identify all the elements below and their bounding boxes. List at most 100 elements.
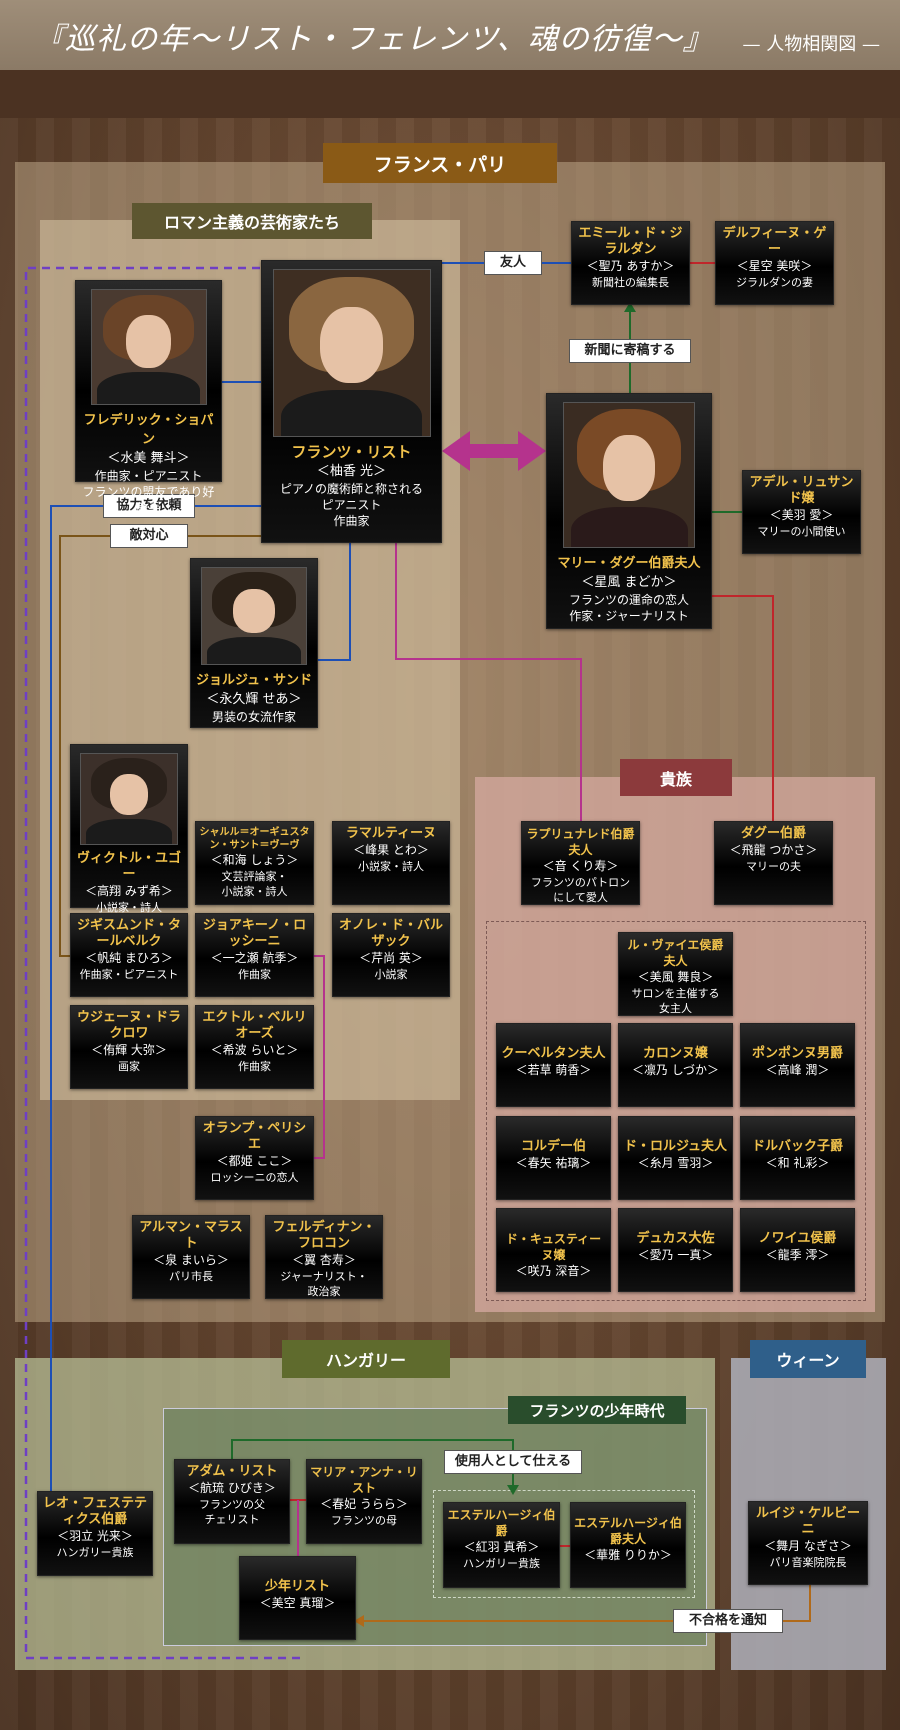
liszt-portrait <box>272 269 431 437</box>
character-name: クーベルタン夫人 <box>501 1046 606 1061</box>
character-vaye[interactable]: ル・ヴァイエ侯爵夫人 ＜美風 舞良＞ サロンを主催する 女主人 <box>618 932 733 1016</box>
label-hungary: ハンガリー <box>282 1340 450 1378</box>
character-rolge[interactable]: ド・ロルジュ夫人 ＜糸月 雪羽＞ <box>618 1116 733 1200</box>
character-actor: ＜若草 萌香＞ <box>515 1063 592 1077</box>
character-name: ド・ロルジュ夫人 <box>623 1139 728 1154</box>
character-actor: ＜咲乃 深音＞ <box>515 1264 592 1278</box>
character-delphine[interactable]: デルフィーヌ・ゲー ＜星空 美咲＞ ジラルダンの妻 <box>715 221 834 305</box>
character-esterhazy-wife[interactable]: エステルハージィ伯爵夫人 ＜華雅 りりか＞ <box>570 1502 686 1588</box>
character-caron[interactable]: カロンヌ嬢 ＜凛乃 しづか＞ <box>618 1023 733 1107</box>
character-name: ジョアキーノ・ロッシーニ <box>202 918 307 949</box>
character-name: マリア・アンナ・リスト <box>310 1465 418 1495</box>
character-desc: マリーの夫 <box>746 860 801 873</box>
character-dagoult[interactable]: ダグー伯爵 ＜飛龍 つかさ＞ マリーの夫 <box>714 821 833 905</box>
label-paris: フランス・パリ <box>323 143 557 183</box>
arrow-marie-emile <box>624 302 636 312</box>
character-olympe[interactable]: オランプ・ペリシエ ＜都姫 ここ＞ ロッシーニの恋人 <box>195 1116 314 1200</box>
character-actor: ＜春妃 うらら＞ <box>320 1497 408 1511</box>
character-name: ル・ヴァイエ侯爵夫人 <box>627 938 724 968</box>
character-name: ジギスムンド・タールベルク <box>76 918 181 949</box>
character-actor: ＜侑輝 大弥＞ <box>91 1043 167 1057</box>
character-noailles[interactable]: ノワイユ侯爵 ＜龍季 澪＞ <box>740 1208 855 1292</box>
character-cherubini[interactable]: ルイジ・ケルビーニ ＜舞月 なぎさ＞ パリ音楽院院長 <box>748 1501 868 1585</box>
character-actor: ＜希波 らいと＞ <box>210 1043 299 1057</box>
character-thalberg[interactable]: ジギスムンド・タールベルク ＜帆純 まひろ＞ 作曲家・ピアニスト <box>70 913 188 997</box>
character-maria[interactable]: マリア・アンナ・リスト ＜春妃 うらら＞ フランツの母 <box>306 1459 422 1544</box>
character-name: ドルバック子爵 <box>751 1139 843 1154</box>
character-custine[interactable]: ド・キュスティーヌ嬢 ＜咲乃 深音＞ <box>496 1208 611 1292</box>
character-marie[interactable]: マリー・ダグー伯爵夫人 ＜星風 まどか＞ フランツの運命の恋人 作家・ジャーナリ… <box>546 393 712 629</box>
character-actor: ＜和 礼彩＞ <box>765 1156 830 1170</box>
character-actor: ＜愛乃 一真＞ <box>637 1248 714 1262</box>
character-young-liszt[interactable]: 少年リスト ＜美空 真瑠＞ <box>239 1556 356 1640</box>
character-name: ノワイユ侯爵 <box>758 1231 837 1246</box>
character-name: デルフィーヌ・ゲー <box>722 226 827 257</box>
character-flocon[interactable]: フェルディナン・フロコン ＜翼 杏寿＞ ジャーナリスト・ 政治家 <box>265 1215 383 1299</box>
line-rossini-olympe <box>314 955 325 1159</box>
character-name: エクトル・ベルリオーズ <box>202 1010 307 1041</box>
character-ducas[interactable]: デュカス大佐 ＜愛乃 一真＞ <box>618 1208 733 1292</box>
hugo-portrait <box>80 753 178 845</box>
character-emile[interactable]: エミール・ド・ジラルダン ＜聖乃 あすか＞ 新聞社の編集長 <box>571 221 690 305</box>
label-romantic: ロマン主義の芸術家たち <box>132 203 372 239</box>
character-desc: フランツの母 <box>331 1514 397 1527</box>
character-actor: ＜帆純 まひろ＞ <box>85 951 173 965</box>
character-marrast[interactable]: アルマン・マラスト ＜泉 まいら＞ パリ市長 <box>132 1215 250 1299</box>
character-name: レオ・フェステティクス伯爵 <box>42 1496 147 1527</box>
character-desc: パリ市長 <box>169 1270 213 1283</box>
character-actor: ＜一之瀬 航季＞ <box>210 951 299 965</box>
character-courbel[interactable]: クーベルタン夫人 ＜若草 萌香＞ <box>496 1023 611 1107</box>
character-desc: ハンガリー貴族 <box>56 1546 134 1559</box>
character-desc: 作曲家 <box>238 968 271 981</box>
character-desc: フランツのパトロン <box>530 876 631 889</box>
character-corde[interactable]: コルデー伯 ＜春矢 祐璃＞ <box>496 1116 611 1200</box>
character-liszt[interactable]: フランツ・リスト ＜柚香 光＞ ピアノの魔術師と称される ピアニスト 作曲家 <box>261 260 442 543</box>
character-desc: チェリスト <box>204 1513 260 1526</box>
character-sand[interactable]: ジョルジュ・サンド ＜永久輝 せあ＞ 男装の女流作家 <box>190 558 318 728</box>
character-desc: パリ音楽院院長 <box>769 1556 847 1569</box>
character-name: ヴィクトル・ユゴー <box>76 851 181 882</box>
character-actor: ＜龍季 澪＞ <box>765 1248 830 1262</box>
character-laprunarede[interactable]: ラプリュナレド伯爵夫人 ＜音 くり寿＞ フランツのパトロン にして愛人 <box>521 821 640 905</box>
character-name: フェルディナン・フロコン <box>272 1220 376 1251</box>
character-delacroix[interactable]: ウジェーヌ・ドラクロワ ＜侑輝 大弥＞ 画家 <box>70 1005 188 1089</box>
character-name: ラマルティーヌ <box>345 826 437 841</box>
character-actor: ＜都姫 ここ＞ <box>216 1154 293 1168</box>
character-esterhazy[interactable]: エステルハージィ伯爵 ＜紅羽 真希＞ ハンガリー貴族 <box>443 1502 560 1588</box>
character-pompon[interactable]: ポンポンヌ男爵 ＜高峰 潤＞ <box>740 1023 855 1107</box>
character-sainte[interactable]: シャルル＝オーギュスタン・サント＝ヴーヴ ＜和海 しょう＞ 文芸評論家・ 小説家… <box>195 821 314 905</box>
character-actor: ＜聖乃 あすか＞ <box>586 259 675 273</box>
character-desc: 政治家 <box>307 1285 341 1298</box>
character-adele[interactable]: アデル・リュサンド嬢 ＜美羽 愛＞ マリーの小間使い <box>742 470 861 554</box>
character-desc: 女主人 <box>659 1002 692 1015</box>
character-hugo[interactable]: ヴィクトル・ユゴー ＜高翔 みず希＞ 小説家・詩人 <box>70 744 188 914</box>
character-actor: ＜水美 舞斗＞ <box>107 451 190 466</box>
character-desc: 男装の女流作家 <box>211 710 296 724</box>
marie-portrait <box>563 402 695 548</box>
character-berlioz[interactable]: エクトル・ベルリオーズ ＜希波 らいと＞ 作曲家 <box>195 1005 314 1089</box>
character-name: ポンポンヌ男爵 <box>751 1046 843 1061</box>
character-actor: ＜星空 美咲＞ <box>736 259 813 273</box>
character-actor: ＜春矢 祐璃＞ <box>515 1156 592 1170</box>
character-name: ウジェーヌ・ドラクロワ <box>76 1010 181 1041</box>
character-name: エミール・ド・ジラルダン <box>578 226 683 257</box>
character-lamartine[interactable]: ラマルティーヌ ＜峰果 とわ＞ 小説家・詩人 <box>332 821 450 905</box>
character-actor: ＜舞月 なぎさ＞ <box>764 1539 852 1553</box>
character-desc: 作家・ジャーナリスト <box>569 609 689 623</box>
character-actor: ＜華雅 りりか＞ <box>584 1548 672 1562</box>
character-name: アダム・リスト <box>186 1464 278 1479</box>
character-dorbac[interactable]: ドルバック子爵 ＜和 礼彩＞ <box>740 1116 855 1200</box>
character-rossini[interactable]: ジョアキーノ・ロッシーニ ＜一之瀬 航季＞ 作曲家 <box>195 913 314 997</box>
character-desc: 作曲家・ピアニスト <box>94 469 203 483</box>
character-adam[interactable]: アダム・リスト ＜航琉 ひびき＞ フランツの父 チェリスト <box>174 1459 290 1544</box>
character-actor: ＜高峰 潤＞ <box>765 1063 830 1077</box>
header-band <box>0 70 900 118</box>
line-reject <box>360 1584 811 1622</box>
character-name: アデル・リュサンド嬢 <box>749 475 854 506</box>
character-balzac[interactable]: オノレ・ド・バルザック ＜芹尚 英＞ 小説家 <box>332 913 450 997</box>
character-desc: マリーの小間使い <box>757 525 846 538</box>
character-name: ルイジ・ケルビーニ <box>755 1506 860 1537</box>
character-chopin[interactable]: フレデリック・ショパン ＜水美 舞斗＞ 作曲家・ピアニスト フランツの盟友であり… <box>75 280 222 515</box>
character-festetics[interactable]: レオ・フェステティクス伯爵 ＜羽立 光来＞ ハンガリー貴族 <box>37 1491 153 1576</box>
relation-friend: 友人 <box>484 251 542 275</box>
